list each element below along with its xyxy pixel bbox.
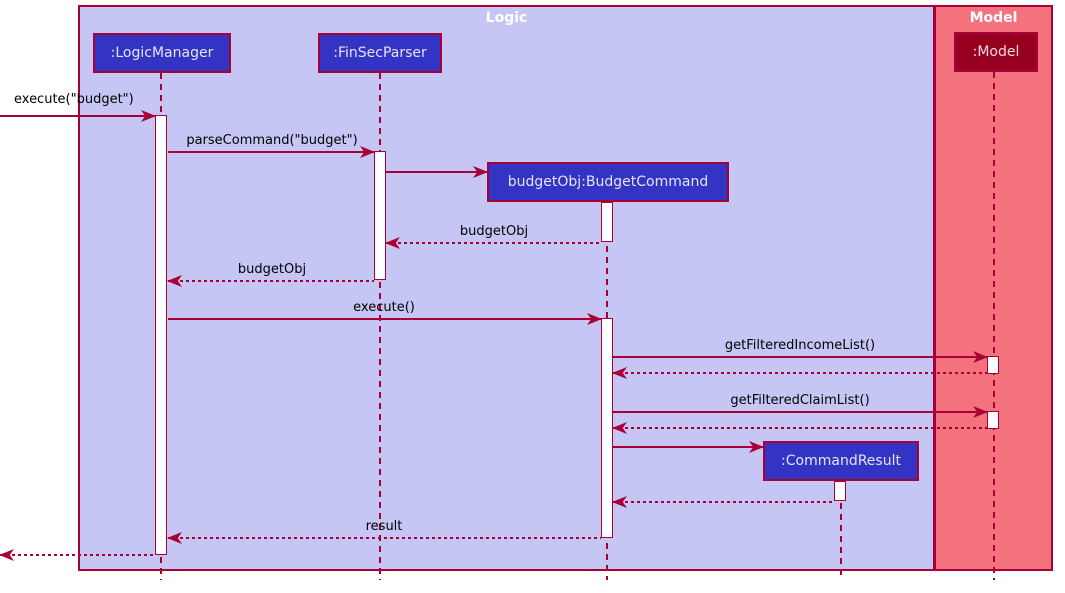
activation-model-claim	[987, 411, 999, 429]
message-parse-command-arrow	[168, 146, 375, 158]
message-return-budgetobj-2-label: budgetObj	[237, 262, 307, 277]
arrowhead-left-icon	[0, 549, 14, 561]
activation-logic-manager	[155, 115, 167, 555]
message-get-filtered-claim-list-arrow	[613, 406, 988, 418]
message-execute-arrow	[168, 313, 602, 325]
frame-logic: Logic	[78, 5, 935, 571]
participant-finsec-parser-label: :FinSecParser	[333, 45, 427, 61]
message-return-claim-list-arrow	[612, 422, 987, 434]
activation-finsec-parser	[374, 151, 386, 280]
participant-command-result-label: :CommandResult	[781, 453, 901, 469]
message-return-command-result-arrow	[612, 496, 834, 508]
message-get-filtered-income-list-label: getFilteredIncomeList()	[724, 338, 876, 353]
activation-budget-command-exec	[601, 318, 613, 538]
frame-logic-title: Logic	[485, 10, 528, 26]
lifeline-command-result	[840, 481, 842, 580]
participant-finsec-parser: :FinSecParser	[318, 33, 442, 73]
participant-model-label: :Model	[972, 44, 1020, 60]
activation-budget-command-init	[601, 202, 613, 242]
message-return-income-list-arrow	[612, 367, 987, 379]
participant-command-result: :CommandResult	[763, 441, 919, 481]
participant-budget-command-label: budgetObj:BudgetCommand	[507, 174, 709, 190]
activation-model-income	[987, 356, 999, 374]
message-execute-label: execute()	[353, 300, 415, 315]
message-parse-command-label: parseCommand("budget")	[186, 133, 358, 148]
message-return-budgetobj-1-label: budgetObj	[459, 224, 529, 239]
lifeline-finsec-parser	[379, 73, 381, 580]
message-execute-budget-arrow	[0, 110, 156, 122]
participant-logic-manager-label: :LogicManager	[110, 45, 214, 61]
message-return-budgetobj-to-logic-manager-arrow	[167, 275, 374, 287]
message-result-label: result	[365, 519, 403, 534]
participant-model: :Model	[954, 32, 1038, 72]
message-get-filtered-claim-list-label: getFilteredClaimList()	[730, 393, 870, 408]
message-return-budgetobj-to-parser-arrow	[385, 237, 601, 249]
message-result-arrow	[167, 532, 601, 544]
participant-budget-command: budgetObj:BudgetCommand	[487, 162, 729, 202]
message-create-budget-command-arrow	[386, 166, 488, 178]
message-get-filtered-income-list-arrow	[613, 351, 988, 363]
message-final-return-arrow	[0, 549, 155, 561]
frame-model-title: Model	[969, 10, 1018, 26]
lifeline-model	[993, 72, 995, 580]
message-execute-budget-label: execute("budget")	[14, 92, 134, 107]
activation-command-result	[834, 481, 846, 501]
message-create-command-result-arrow	[613, 441, 764, 453]
participant-logic-manager: :LogicManager	[93, 33, 231, 73]
